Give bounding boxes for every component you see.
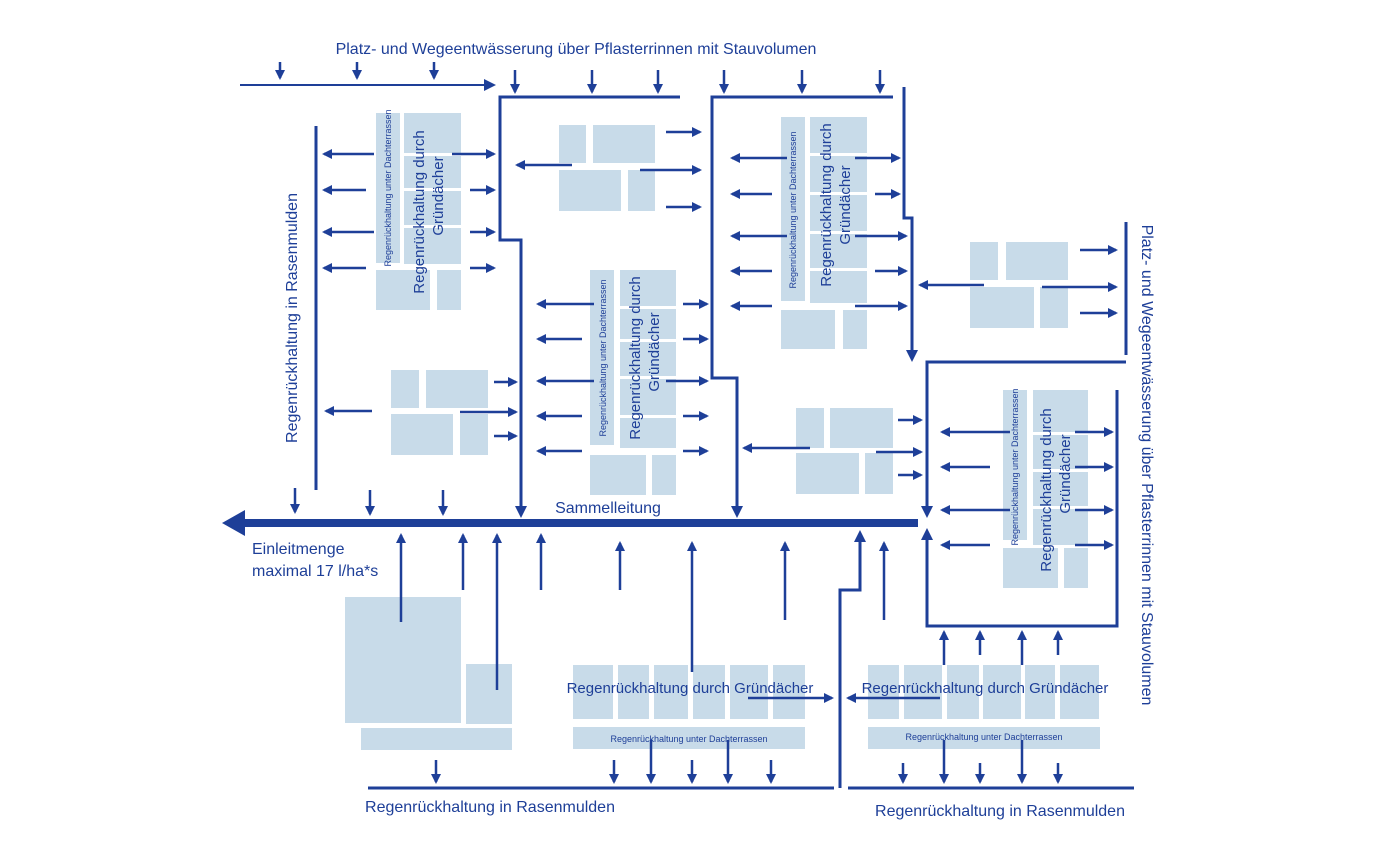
green-roof-label-a: Regenrückhaltung durch xyxy=(411,130,428,293)
green-roof-label-a: Regenrückhaltung durch xyxy=(627,276,644,439)
terrace-label: Regenrückhaltung unter Dachterrassen xyxy=(1010,388,1020,545)
discharge-label-line1: Einleitmenge xyxy=(252,541,345,558)
green-roof-label-a: Regenrückhaltung durch xyxy=(1038,408,1055,571)
green-roof-label-b: Gründächer xyxy=(1057,434,1074,513)
collector-label: Sammelleitung xyxy=(555,500,661,517)
flow-arrows xyxy=(275,62,1118,784)
bottom-swale-label-right: Regenrückhaltung in Rasenmulden xyxy=(875,803,1125,820)
left-swale-label: Regenrückhaltung in Rasenmulden xyxy=(284,193,301,443)
bottom-swale-label-left: Regenrückhaltung in Rasenmulden xyxy=(365,799,615,816)
labels: Platz- und Wegeentwässerung über Pflaste… xyxy=(252,41,1155,820)
terrace-label: Regenrückhaltung unter Dachterrassen xyxy=(905,732,1062,742)
buildings xyxy=(345,113,1100,750)
right-channel-label: Platz- und Wegeentwässerung über Pflaste… xyxy=(1138,225,1155,706)
green-roof-label-full: Regenrückhaltung durch Gründächer xyxy=(862,680,1109,697)
green-roof-label-a: Regenrückhaltung durch xyxy=(818,123,835,286)
drainage-lines xyxy=(222,79,1134,790)
terrace-label: Regenrückhaltung unter Dachterrassen xyxy=(598,279,608,436)
green-roof-label-full: Regenrückhaltung durch Gründächer xyxy=(567,680,814,697)
discharge-label-line2: maximal 17 l/ha*s xyxy=(252,563,378,580)
terrace-label: Regenrückhaltung unter Dachterrassen xyxy=(610,734,767,744)
green-roof-label-b: Gründächer xyxy=(430,156,447,235)
top-channel-label: Platz- und Wegeentwässerung über Pflaste… xyxy=(336,41,817,58)
green-roof-label-b: Gründächer xyxy=(646,312,663,391)
green-roof-label-b: Gründächer xyxy=(837,165,854,244)
terrace-label: Regenrückhaltung unter Dachterrassen xyxy=(788,131,798,288)
terrace-label: Regenrückhaltung unter Dachterrassen xyxy=(383,109,393,266)
